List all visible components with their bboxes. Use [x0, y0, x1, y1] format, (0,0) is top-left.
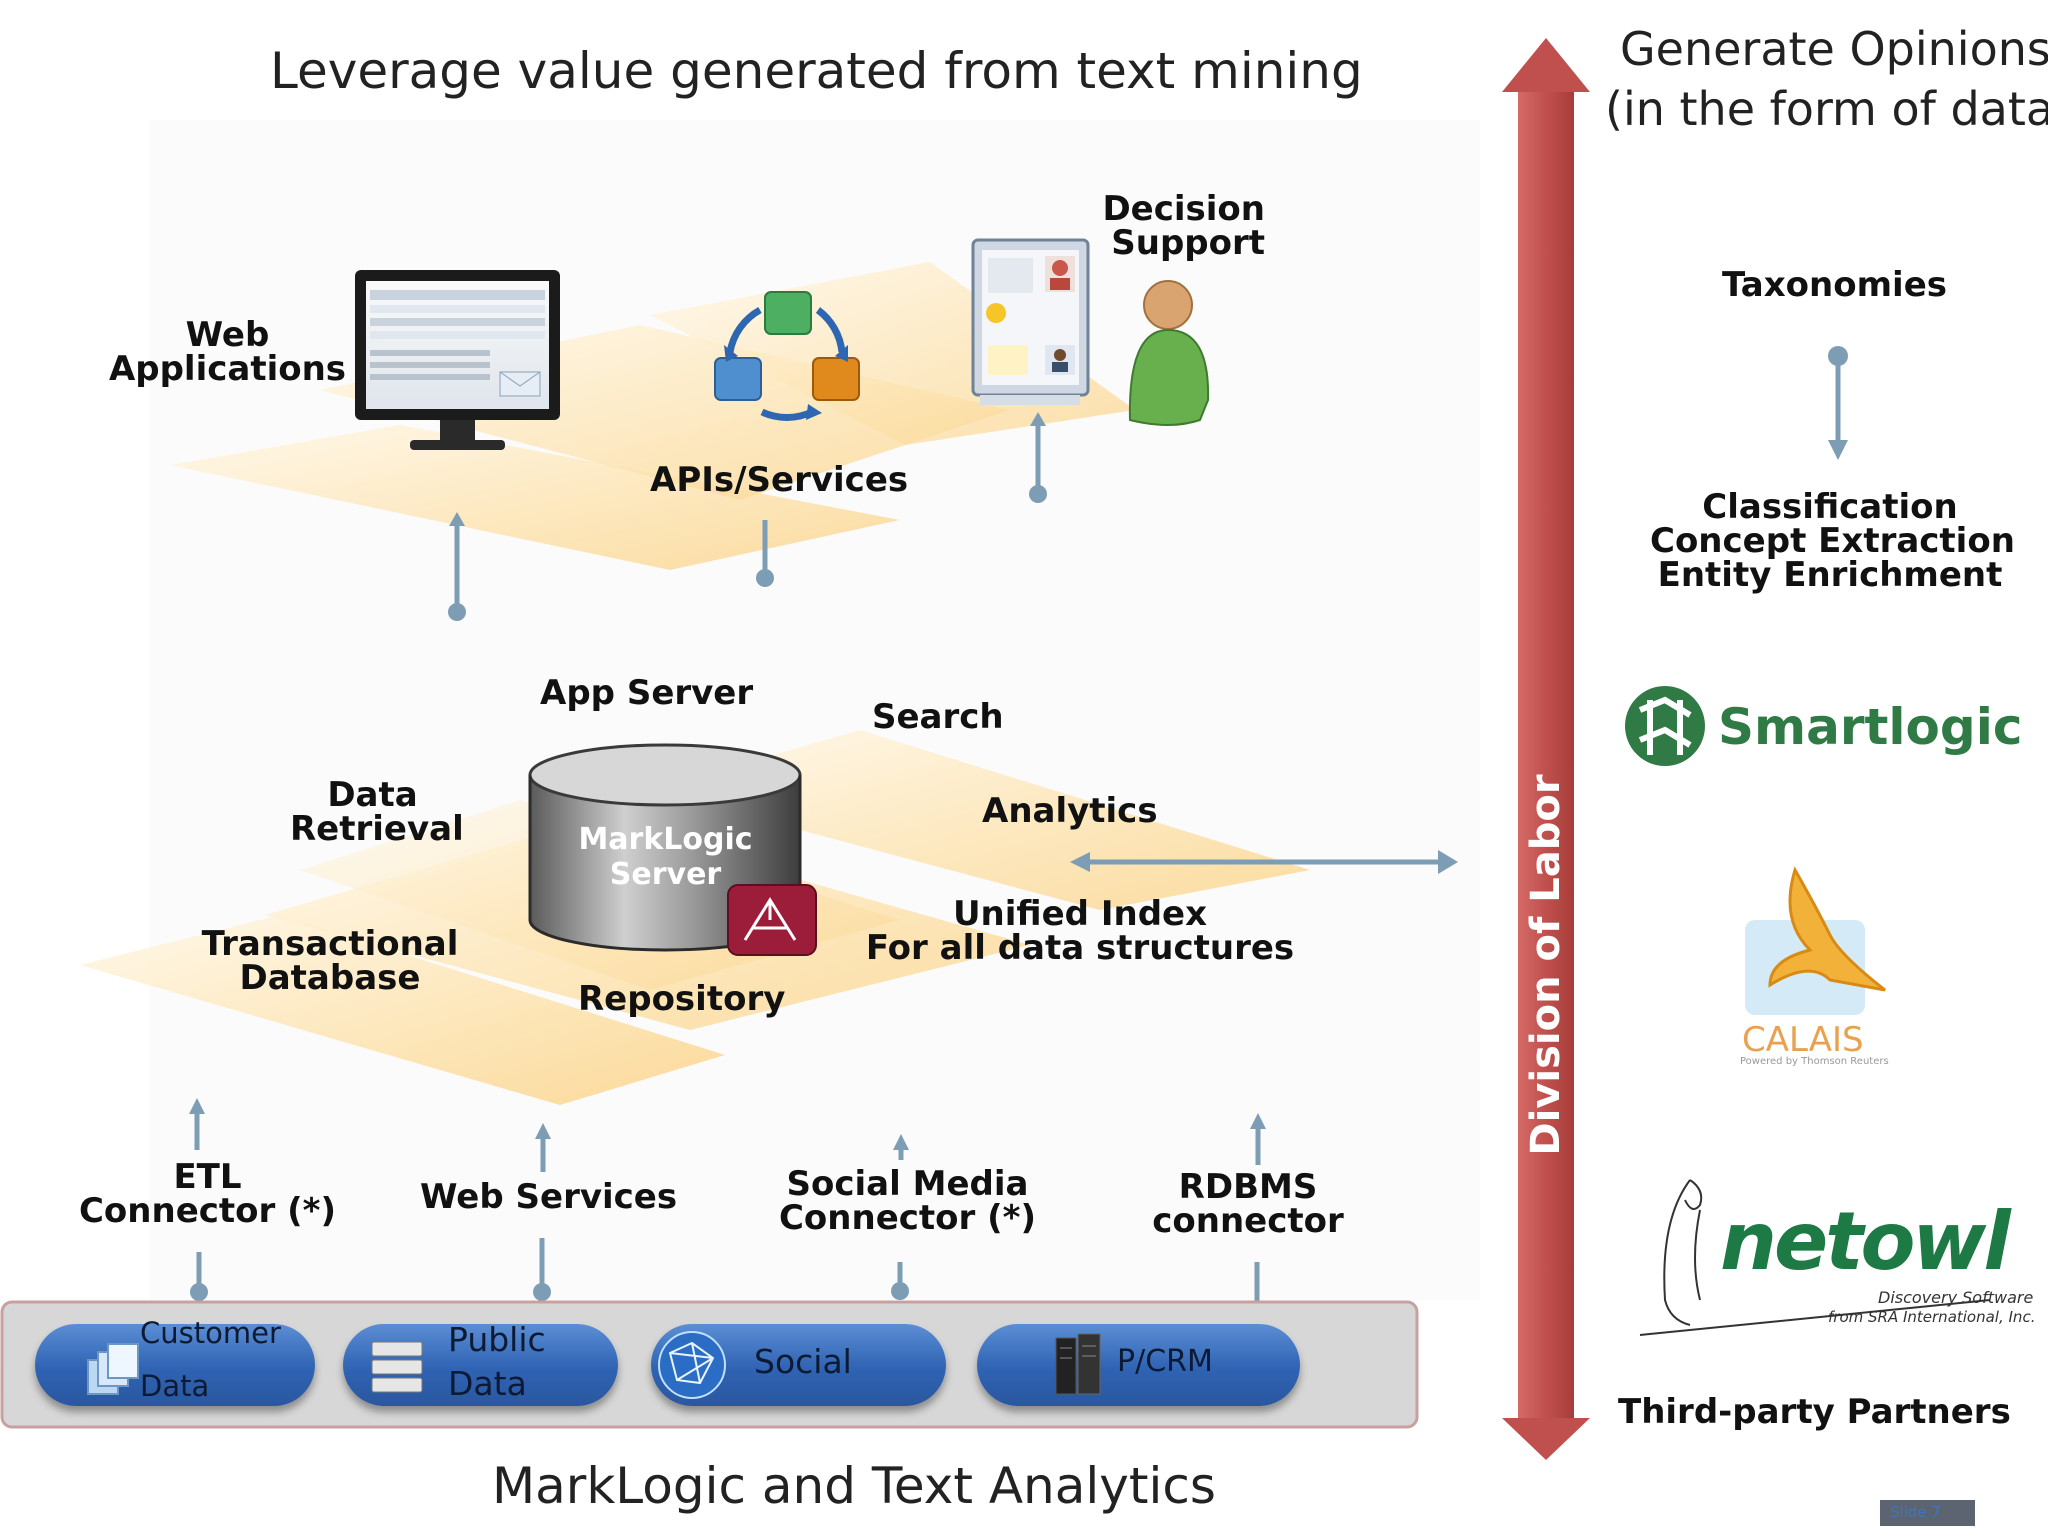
web-applications-line1: Web [185, 315, 270, 355]
data-retrieval-line1: Data [327, 775, 418, 815]
server-rack-icon [371, 1341, 423, 1393]
app-server-label: App Server [540, 673, 754, 713]
person-icon [1128, 280, 1210, 426]
classification-label: Classification [1702, 487, 1958, 527]
dashboard-device-icon [971, 238, 1090, 405]
etl-connector-label: ETL Connector (*) [70, 1160, 345, 1228]
netowl-subtitle-1: Discovery Software [1878, 1288, 2034, 1307]
repository-label: Repository [578, 979, 786, 1019]
netowl-subtitle-2: from SRA International, Inc. [1828, 1308, 2036, 1326]
social-line1: Social Media [786, 1164, 1029, 1204]
web-applications-line2: Applications [108, 349, 347, 389]
analytics-label: Analytics [982, 791, 1158, 831]
taxonomies-label: Taxonomies [1722, 265, 1947, 305]
rdbms-connector-label: RDBMS connector [1143, 1170, 1353, 1238]
netowl-wordmark: netowl [1720, 1195, 2011, 1288]
calais-logo-icon [1745, 866, 1886, 1015]
calais-subtitle: Powered by Thomson Reuters [1740, 1056, 1889, 1067]
erp-crm-pill[interactable]: P/CRM [977, 1324, 1300, 1406]
analytics-arrow [1070, 850, 1458, 874]
social-pill[interactable]: Social [651, 1324, 946, 1406]
right-title-line2: (in the form of data) [1605, 82, 2048, 136]
transactional-line1: Transactional [201, 924, 459, 964]
decision-support-label: Decision Support [1090, 192, 1265, 260]
customer-data-line1: Customer [140, 1316, 281, 1350]
right-title-line1: Generate Opinions [1620, 22, 2048, 76]
apis-services-label: APIs/Services [650, 460, 909, 500]
customer-data-line2: Data [140, 1369, 210, 1403]
footer-caption: MarkLogic and Text Analytics [492, 1457, 1216, 1515]
server-name-line1: MarkLogic [578, 822, 753, 857]
division-of-labor-label: Division of Labor [1523, 774, 1569, 1156]
etl-line1: ETL [173, 1157, 242, 1197]
rdbms-line1: RDBMS [1178, 1167, 1318, 1207]
marklogic-server-label: MarkLogic Server [578, 822, 753, 892]
smartlogic-wordmark: Smartlogic [1718, 698, 2023, 756]
top-connectors [448, 412, 1047, 621]
server-tower-icon [1055, 1333, 1101, 1395]
social-line2: Connector (*) [778, 1198, 1036, 1238]
server-name-line2: Server [609, 856, 722, 892]
slide-number: Slide 7 [1890, 1503, 1941, 1521]
entity-enrichment-label: Entity Enrichment [1657, 555, 2003, 595]
social-label: Social [754, 1342, 852, 1381]
data-retrieval-line2: Retrieval [290, 809, 464, 849]
netowl-logo-icon [1639, 1179, 1991, 1336]
calais-wordmark: CALAIS [1742, 1020, 1864, 1060]
concept-extraction-label: Concept Extraction [1650, 521, 2015, 561]
public-data-pill[interactable]: Public Data [343, 1320, 618, 1406]
public-data-line2: Data [448, 1364, 527, 1403]
web-applications-label: Web Applications [100, 318, 355, 386]
folder-stack-icon [87, 1343, 139, 1395]
third-party-partners-label: Third-party Partners [1618, 1392, 2011, 1432]
search-label: Search [872, 697, 1004, 737]
rdbms-line2: connector [1152, 1201, 1344, 1241]
transactional-line2: Database [239, 958, 421, 998]
monitor-icon [355, 270, 560, 450]
network-globe-icon [658, 1331, 726, 1399]
social-media-connector-label: Social Media Connector (*) [770, 1167, 1045, 1235]
public-data-line1: Public [448, 1320, 546, 1359]
unified-index-label: Unified Index For all data structures [865, 897, 1295, 965]
services-cycle-icon [714, 291, 860, 421]
smartlogic-logo-icon [1625, 686, 1705, 766]
customer-data-pill[interactable]: Customer Data [35, 1316, 315, 1406]
slide-badge-bg [1880, 1500, 1975, 1526]
taxonomies-arrow [1828, 346, 1848, 460]
transactional-database-label: Transactional Database [195, 927, 465, 995]
page-title: Leverage value generated from text minin… [270, 42, 1363, 100]
division-of-labor-arrow [1502, 38, 1590, 1460]
etl-line2: Connector (*) [78, 1191, 336, 1231]
decision-support-line1: Decision [1102, 189, 1265, 229]
decision-support-line2: Support [1111, 223, 1265, 263]
erp-crm-label: P/CRM [1117, 1344, 1213, 1379]
unified-index-line1: Unified Index [952, 894, 1208, 934]
web-services-label: Web Services [420, 1177, 678, 1217]
unified-index-line2: For all data structures [865, 928, 1295, 968]
enrichment-label-block: Classification Concept Extraction Entity… [1650, 487, 2015, 595]
data-retrieval-label: Data Retrieval [290, 775, 464, 849]
marklogic-server-icon [528, 743, 817, 956]
